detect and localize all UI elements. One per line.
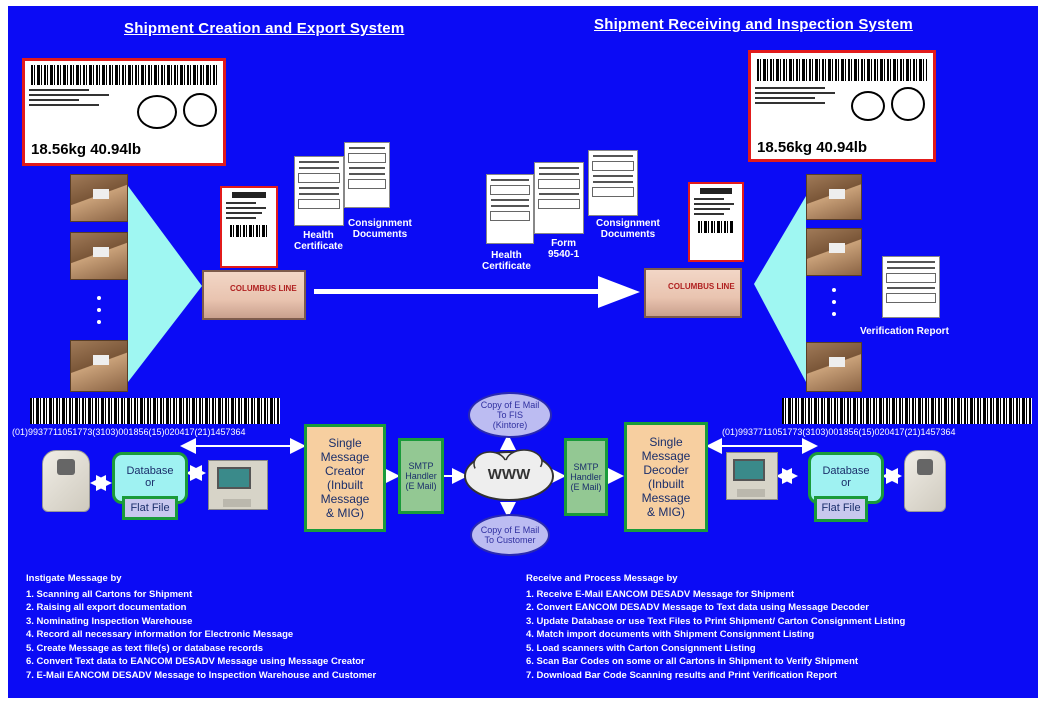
right-small-label [688,182,744,262]
left-smtp-handler: SMTP Handler (E Mail) [398,438,444,514]
right-shipping-label: 18.56kg 40.94lb [748,50,936,162]
right-step-3: 3. Update Database or use Text Files to … [526,615,906,627]
message-creator-box: Single Message Creator (Inbuilt Message … [304,424,386,532]
flow-connectors [90,434,902,518]
right-steps-header: Receive and Process Message by [526,573,678,584]
ellipsis-dot [832,312,836,316]
carton-image [70,232,128,280]
label-seal-icon [851,91,885,121]
consignment-caption: Consignment Documents [348,218,412,240]
carton-image [806,342,862,392]
right-system-title: Shipment Receiving and Inspection System [594,16,913,33]
left-computer-icon [208,460,268,510]
form-caption: Form 9540-1 [548,238,580,260]
right-barcode-scanner-icon [904,450,946,512]
left-step-1: 1. Scanning all Cartons for Shipment [26,588,193,600]
right-step-6: 6. Scan Bar Codes on some or all Cartons… [526,656,859,667]
health-certificate-doc [294,156,344,226]
left-small-label [220,186,278,268]
verification-report-caption: Verification Report [860,326,949,337]
left-shipping-label: 18.56kg 40.94lb [22,58,226,166]
left-step-6: 6. Convert Text data to EANCOM DESADV Me… [26,656,365,667]
health-certificate-caption: Health Certificate [294,230,343,252]
ellipsis-dot [97,296,101,300]
consignment-doc [344,142,390,208]
left-steps-list: Instigate Message by 1. Scanning all Car… [26,572,376,682]
left-barcode-text: (01)9937711051773(3103)001856(15)020417(… [12,427,246,437]
carton-image [806,174,862,220]
health-certificate-caption: Health Certificate [482,250,531,272]
left-step-7: 7. E-Mail EANCOM DESADV Message to Inspe… [26,669,377,681]
ellipsis-dot [97,320,101,324]
right-steps-list: Receive and Process Message by 1. Receiv… [526,572,905,682]
right-flat-file: Flat File [814,496,868,522]
right-step-1: 1. Receive E-Mail EANCOM DESADV Message … [526,588,795,600]
label-weight: 18.56kg 40.94lb [757,139,868,156]
left-funnel [128,186,202,382]
consignment-doc [588,150,638,216]
label-barcode [31,65,217,85]
label-weight: 18.56kg 40.94lb [31,141,142,158]
left-step-2: 2. Raising all export documentation [26,602,187,613]
ellipsis-dot [97,308,101,312]
consignment-caption: Consignment Documents [596,218,660,240]
verification-report-doc [882,256,940,318]
left-system-title: Shipment Creation and Export System [124,20,405,37]
label-stamp-icon [891,87,925,121]
label-barcode [757,59,927,81]
left-barcode-scanner-icon [42,450,90,512]
left-step-5: 5. Create Message as text file(s) or dat… [26,642,264,654]
copy-to-fis-oval: Copy of E Mail To FIS (Kintore) [468,392,552,438]
right-step-5: 5. Load scanners with Carton Consignment… [526,642,756,654]
ellipsis-dot [832,300,836,304]
message-decoder-box: Single Message Decoder (Inbuilt Message … [624,422,708,532]
www-label: WWW [487,466,531,483]
left-shipping-container: COLUMBUS LINE [202,270,306,320]
left-step-3: 3. Nominating Inspection Warehouse [26,615,193,627]
diagram-canvas: Shipment Creation and Export System Ship… [8,6,1038,698]
copy-to-customer-oval: Copy of E Mail To Customer [470,514,550,556]
right-smtp-handler: SMTP Handler (E Mail) [564,438,608,516]
right-funnel [754,196,806,382]
left-step-4: 4. Record all necessary information for … [26,629,294,640]
label-seal-icon [137,95,177,129]
carton-image [70,174,128,222]
carton-image [70,340,128,392]
right-step-4: 4. Match import documents with Shipment … [526,629,815,640]
left-database: Database or [112,452,188,504]
right-step-2: 2. Convert EANCOM DESADV Message to Text… [526,602,869,613]
right-barcode-text: (01)9937711051773(3103)001856(15)020417(… [722,427,956,437]
shipment-arrow [314,276,640,308]
health-certificate-doc [486,174,534,244]
right-shipping-container: COLUMBUS LINE [644,268,742,318]
ellipsis-dot [832,288,836,292]
label-stamp-icon [183,93,217,127]
right-computer-icon [726,452,778,500]
right-barcode-strip [782,398,1032,424]
left-flat-file: Flat File [122,496,178,520]
right-step-7: 7. Download Bar Code Scanning results an… [526,669,837,681]
left-barcode-strip [30,398,280,424]
carton-image [806,228,862,276]
www-cloud-icon [464,449,554,501]
form-9540-doc [534,162,584,234]
left-steps-header: Instigate Message by [26,573,122,584]
